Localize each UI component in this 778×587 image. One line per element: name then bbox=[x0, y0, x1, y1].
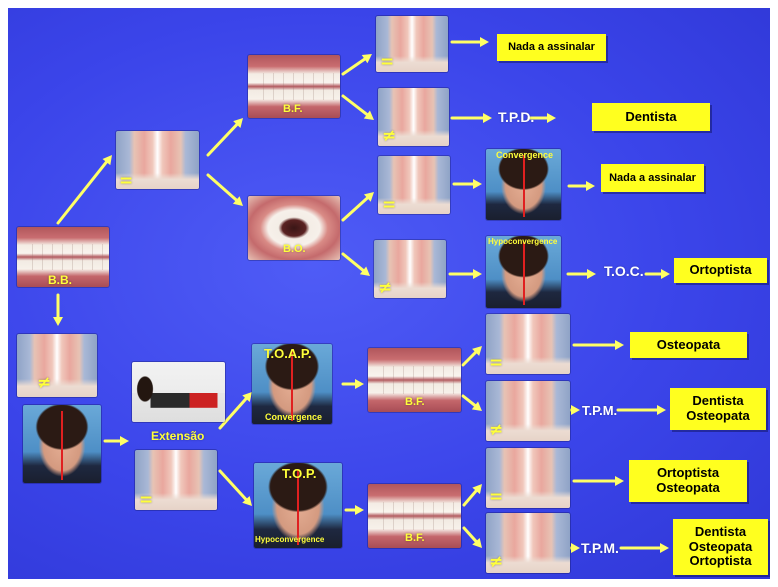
not-equal-symbol-l4: ≠ bbox=[489, 554, 503, 571]
flow-arrow bbox=[571, 543, 580, 553]
equal-symbol-l3: = bbox=[489, 489, 503, 506]
flow-arrow bbox=[454, 179, 482, 189]
feet-photo-not-equal-root bbox=[17, 334, 97, 397]
outcome-box-nada-1: Nada a assinalar bbox=[497, 34, 606, 61]
label-bf-lower-2: B.F. bbox=[405, 533, 425, 544]
flow-arrow bbox=[463, 346, 482, 365]
flow-arrow bbox=[105, 436, 129, 446]
label-tpm-2: T.P.M. bbox=[581, 541, 619, 555]
label-convergence-toap: Convergence bbox=[265, 413, 322, 422]
not-equal-symbol-l2: ≠ bbox=[489, 422, 503, 439]
outcome-box-ortoptista-osteopata: Ortoptista Osteopata bbox=[629, 460, 747, 502]
outcome-box-dentista-osteopata: Dentista Osteopata bbox=[670, 388, 766, 430]
outcome-box-osteopata: Osteopata bbox=[630, 332, 747, 358]
outcome-box-dentista-osteopata-ortoptista: Dentista Osteopata Ortoptista bbox=[673, 519, 768, 575]
flow-arrow bbox=[618, 405, 666, 415]
label-top: T.O.P. bbox=[282, 467, 316, 480]
outcome-text-dentista: Dentista bbox=[692, 394, 743, 409]
face-photo-lower-root bbox=[23, 405, 101, 483]
outcome-text: Nada a assinalar bbox=[609, 172, 696, 185]
flow-arrow bbox=[452, 113, 492, 123]
not-equal-symbol-root: ≠ bbox=[37, 375, 51, 392]
outcome-text: Osteopata bbox=[657, 338, 721, 353]
equal-symbol-l1: = bbox=[489, 355, 503, 372]
outcome-text-ortoptista: Ortoptista bbox=[689, 554, 751, 569]
label-toc: T.O.C. bbox=[604, 264, 644, 278]
flow-arrow bbox=[574, 340, 624, 350]
flow-arrow bbox=[208, 118, 243, 155]
outcome-text-osteopata: Osteopata bbox=[689, 540, 753, 555]
lying-photo-extensao bbox=[132, 362, 225, 422]
flow-arrow bbox=[568, 269, 596, 279]
flow-arrow bbox=[220, 471, 252, 506]
equal-symbol-r3: = bbox=[382, 197, 396, 214]
outcome-box-dentista-1: Dentista bbox=[592, 103, 710, 131]
flow-arrow bbox=[646, 269, 670, 279]
outcome-text: Nada a assinalar bbox=[508, 41, 595, 54]
flow-arrow bbox=[58, 155, 112, 223]
label-tpm-1: T.P.M. bbox=[582, 404, 617, 417]
flow-arrow bbox=[343, 96, 374, 120]
flow-arrow bbox=[450, 269, 482, 279]
not-equal-symbol-r2: ≠ bbox=[382, 128, 396, 145]
flow-arrow bbox=[343, 192, 374, 220]
flow-arrow bbox=[574, 476, 624, 486]
outcome-box-ortoptista-1: Ortoptista bbox=[674, 258, 767, 283]
label-bb: B.B. bbox=[48, 274, 72, 286]
flow-arrow bbox=[53, 295, 63, 326]
flow-arrow bbox=[452, 37, 489, 47]
outcome-text: Ortoptista bbox=[689, 263, 751, 278]
flow-arrow bbox=[346, 505, 364, 515]
label-bf-top: B.F. bbox=[283, 104, 303, 115]
flow-arrow bbox=[569, 181, 595, 191]
label-extensao: Extensão bbox=[151, 430, 204, 442]
label-convergence-top: Convergence bbox=[496, 151, 553, 160]
label-hypoconvergence-top-face: Hypoconvergence bbox=[255, 536, 324, 544]
outcome-text: Dentista bbox=[625, 110, 676, 125]
outcome-text-osteopata: Osteopata bbox=[686, 409, 750, 424]
flow-arrow bbox=[343, 254, 370, 276]
equal-symbol-lower: = bbox=[139, 492, 153, 509]
flow-arrow bbox=[464, 484, 482, 505]
flow-arrow bbox=[571, 405, 580, 415]
label-tpd: T.P.D. bbox=[498, 110, 534, 124]
flowchart-slide: B.B. = B.F. B.O. = ≠ = ≠ Convergence Hyp… bbox=[8, 8, 770, 579]
flow-arrow bbox=[463, 396, 482, 411]
flow-arrow bbox=[208, 175, 243, 206]
label-toap: T.O.A.P. bbox=[264, 347, 311, 360]
outcome-box-nada-2: Nada a assinalar bbox=[601, 164, 704, 192]
equal-symbol-r1: = bbox=[380, 54, 394, 71]
flow-arrow bbox=[464, 528, 482, 548]
flow-arrow bbox=[621, 543, 669, 553]
not-equal-symbol-r4: ≠ bbox=[378, 280, 392, 297]
outcome-text-dentista: Dentista bbox=[695, 525, 746, 540]
flow-arrow bbox=[343, 54, 372, 74]
equal-symbol: = bbox=[119, 173, 133, 190]
label-bo: B.O. bbox=[283, 244, 306, 255]
outcome-text-ortoptista: Ortoptista bbox=[657, 466, 719, 481]
face-photo-hypoconvergence bbox=[486, 236, 561, 308]
outcome-text-osteopata: Osteopata bbox=[656, 481, 720, 496]
label-hypoconvergence-top: Hypoconvergence bbox=[488, 238, 557, 246]
flow-arrow bbox=[343, 379, 364, 389]
label-bf-lower-1: B.F. bbox=[405, 397, 425, 408]
